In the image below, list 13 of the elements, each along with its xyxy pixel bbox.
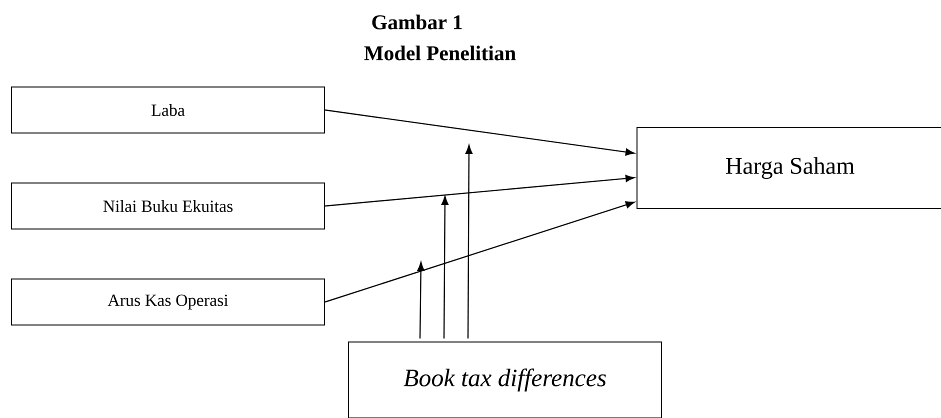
arrow <box>417 262 424 339</box>
box: Laba <box>11 86 325 134</box>
arrow <box>324 174 635 207</box>
title: Gambar 1 <box>372 14 462 30</box>
arrow <box>441 196 448 338</box>
subtitle: Model Penelitian <box>364 46 516 60</box>
arrow <box>324 109 635 156</box>
arrow <box>465 144 473 338</box>
box: Book tax differences <box>348 342 662 418</box>
box: Harga Saham <box>636 127 941 209</box>
arrow <box>324 201 635 303</box>
box: Arus Kas Operasi <box>11 278 325 326</box>
box: Nilai Buku Ekuitas <box>11 182 325 230</box>
